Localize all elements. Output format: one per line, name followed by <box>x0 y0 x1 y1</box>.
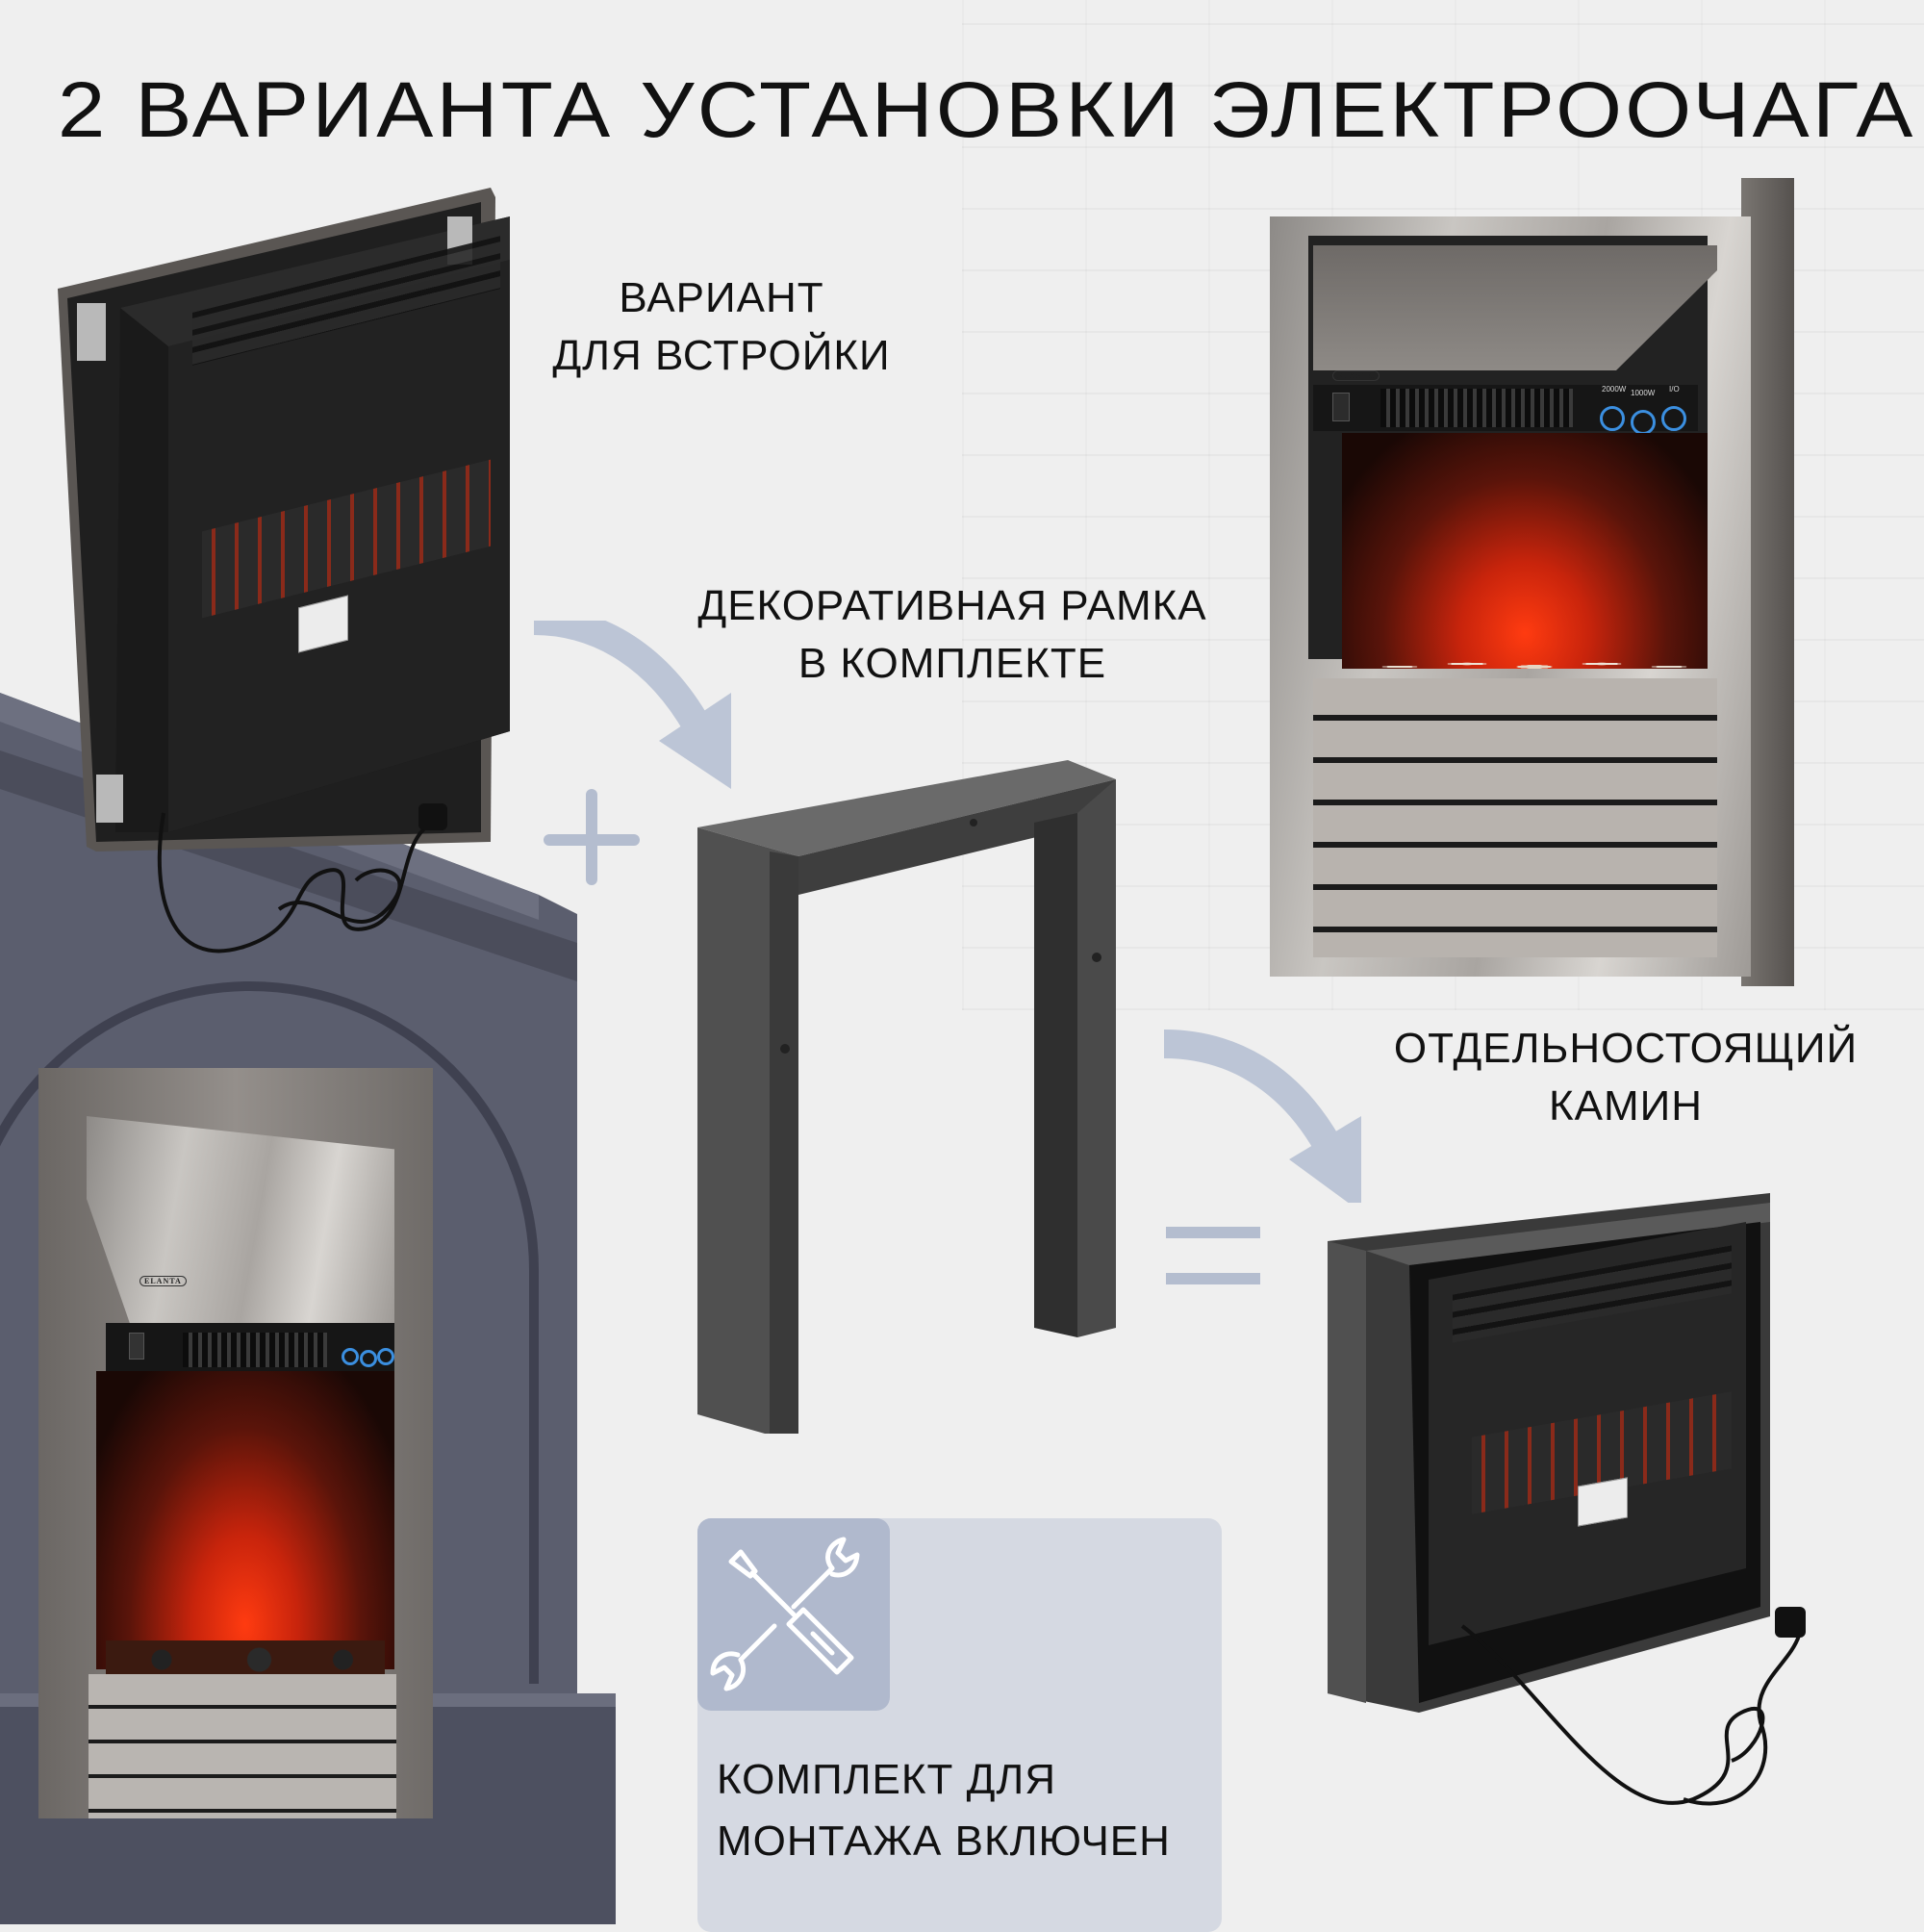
button-2000w[interactable] <box>342 1348 359 1365</box>
power-switch[interactable] <box>129 1333 144 1360</box>
power-switch[interactable] <box>1332 393 1350 421</box>
freestanding-label-line1: ОТДЕЛЬНОСТОЯЩИЙ <box>1393 1025 1859 1072</box>
builtin-unit-image <box>58 188 539 953</box>
decorative-frame-image <box>697 760 1116 1434</box>
builtin-option-label: ВАРИАНТ ДЛЯ ВСТРОЙКИ <box>500 269 943 385</box>
frame-option-label: ДЕКОРАТИВНАЯ РАМКА В КОМПЛЕКТЕ <box>654 577 1251 693</box>
ash-pan-slats <box>89 1674 396 1818</box>
button-1000w[interactable] <box>360 1350 377 1367</box>
label-1000w: 1000W <box>1631 389 1656 397</box>
power-cord <box>157 803 447 953</box>
kit-card-text: КОМПЛЕКТ ДЛЯ МОНТАЖА ВКЛЮЧЕН <box>717 1749 1217 1872</box>
coal-bed <box>106 1640 385 1679</box>
curved-arrow-icon <box>1164 1030 1361 1203</box>
button-on-off[interactable] <box>377 1348 394 1365</box>
brand-logo: ELANTA <box>1332 370 1380 381</box>
button-2000w[interactable] <box>1600 406 1625 431</box>
surround-arch <box>0 981 539 1684</box>
curved-arrow-icon <box>534 621 731 789</box>
heater-grill <box>183 1333 327 1367</box>
flame-window <box>96 1371 394 1669</box>
button-1000w[interactable] <box>1631 410 1656 435</box>
frame-label-line1: ДЕКОРАТИВНАЯ РАМКА <box>697 582 1207 629</box>
heater-grill <box>1380 389 1573 427</box>
builtin-label-line2: ДЛЯ ВСТРОЙКИ <box>552 332 891 379</box>
builtin-label-line1: ВАРИАНТ <box>619 274 824 321</box>
freestanding-option-label: ОТДЕЛЬНОСТОЯЩИЙ КАМИН <box>1347 1020 1905 1135</box>
label-2000w: 2000W <box>1602 385 1627 394</box>
tools-icon <box>710 1537 860 1691</box>
pebbles <box>1366 649 1703 678</box>
freestanding-fireplace-image: ELANTA 2000W 1000W I/O <box>1260 178 1799 1005</box>
freestanding-label-line2: КАМИН <box>1548 1082 1704 1130</box>
equals-icon: = <box>1166 1227 1262 1284</box>
kit-card-line1: КОМПЛЕКТ ДЛЯ <box>717 1756 1057 1803</box>
ash-pan-slats <box>1313 678 1717 957</box>
mounting-kit-card: КОМПЛЕКТ ДЛЯ МОНТАЖА ВКЛЮЧЕН <box>697 1518 1222 1932</box>
frame-label-line2: В КОМПЛЕКТЕ <box>797 640 1107 687</box>
page-title: 2 ВАРИАНТА УСТАНОВКИ ЭЛЕКТРООЧАГА <box>58 66 1916 154</box>
assembled-unit-image <box>1308 1193 1809 1867</box>
power-cord <box>1460 1607 1806 1806</box>
plus-icon: + <box>544 789 640 890</box>
kit-card-line2: МОНТАЖА ВКЛЮЧЕН <box>717 1818 1171 1865</box>
control-panel: 2000W 1000W I/O <box>1313 385 1698 435</box>
control-panel <box>106 1323 394 1371</box>
brand-logo: ELANTA <box>139 1276 187 1286</box>
tools-icon-box <box>697 1518 890 1711</box>
button-on-off[interactable] <box>1661 406 1686 431</box>
insert-hood <box>87 1116 394 1323</box>
label-on-off: I/O <box>1669 385 1680 394</box>
flame-window <box>1342 433 1708 669</box>
